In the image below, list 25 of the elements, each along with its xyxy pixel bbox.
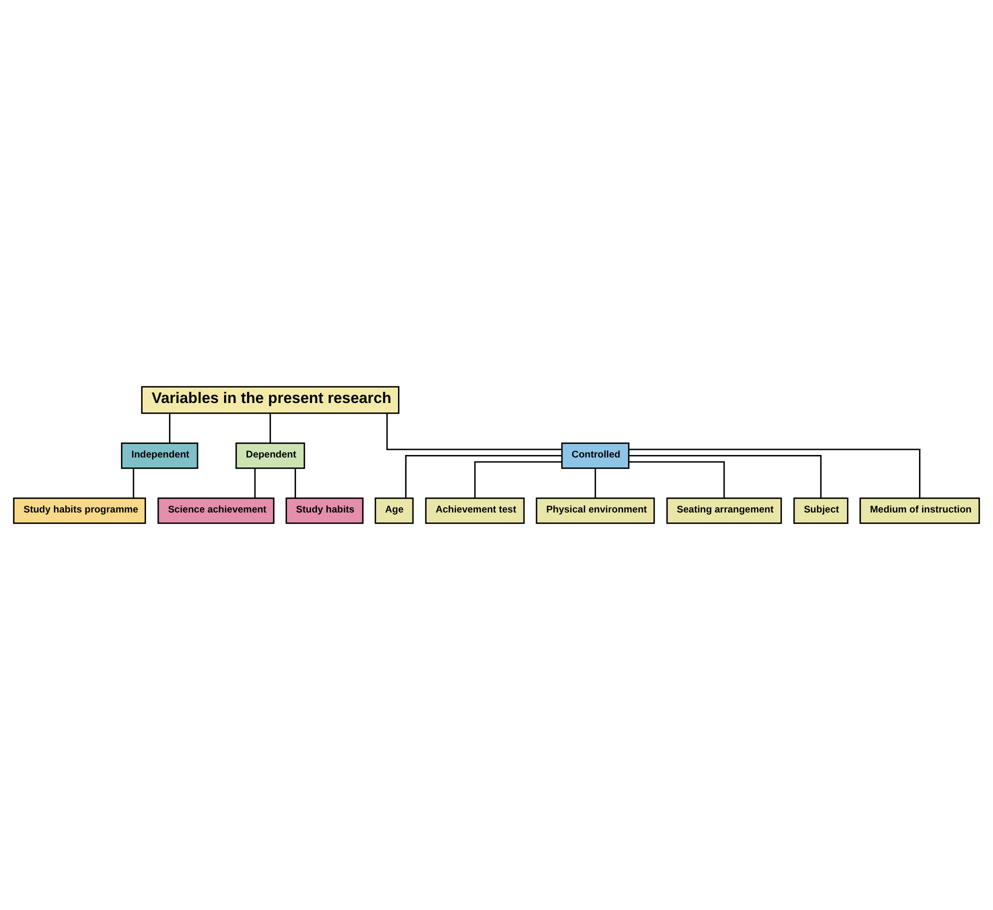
connector (405, 455, 562, 498)
connector (294, 468, 296, 498)
connector (169, 414, 170, 444)
node-box: Study habits (286, 497, 364, 524)
node-box: Science achievement (158, 497, 274, 524)
node-box: Age (374, 497, 414, 524)
connector (628, 455, 822, 498)
node-box: Controlled (561, 442, 630, 469)
node-box: Achievement test (425, 497, 525, 524)
node-box: Subject (793, 497, 848, 524)
connector (628, 461, 725, 498)
connector (628, 448, 920, 498)
node-box: Seating arrangement (666, 497, 782, 524)
connector (132, 468, 134, 498)
connector (254, 468, 256, 498)
node-box: Medium of instruction (860, 497, 980, 524)
node-box: Physical environment (536, 497, 655, 524)
connector (270, 414, 271, 444)
connector (594, 468, 596, 498)
node-box: Dependent (235, 442, 306, 469)
node-box: Independent (120, 442, 198, 469)
node-box: Variables in the present research (141, 386, 400, 414)
node-box: Study habits programme (13, 497, 146, 524)
connector (474, 461, 562, 498)
connector (386, 413, 562, 450)
